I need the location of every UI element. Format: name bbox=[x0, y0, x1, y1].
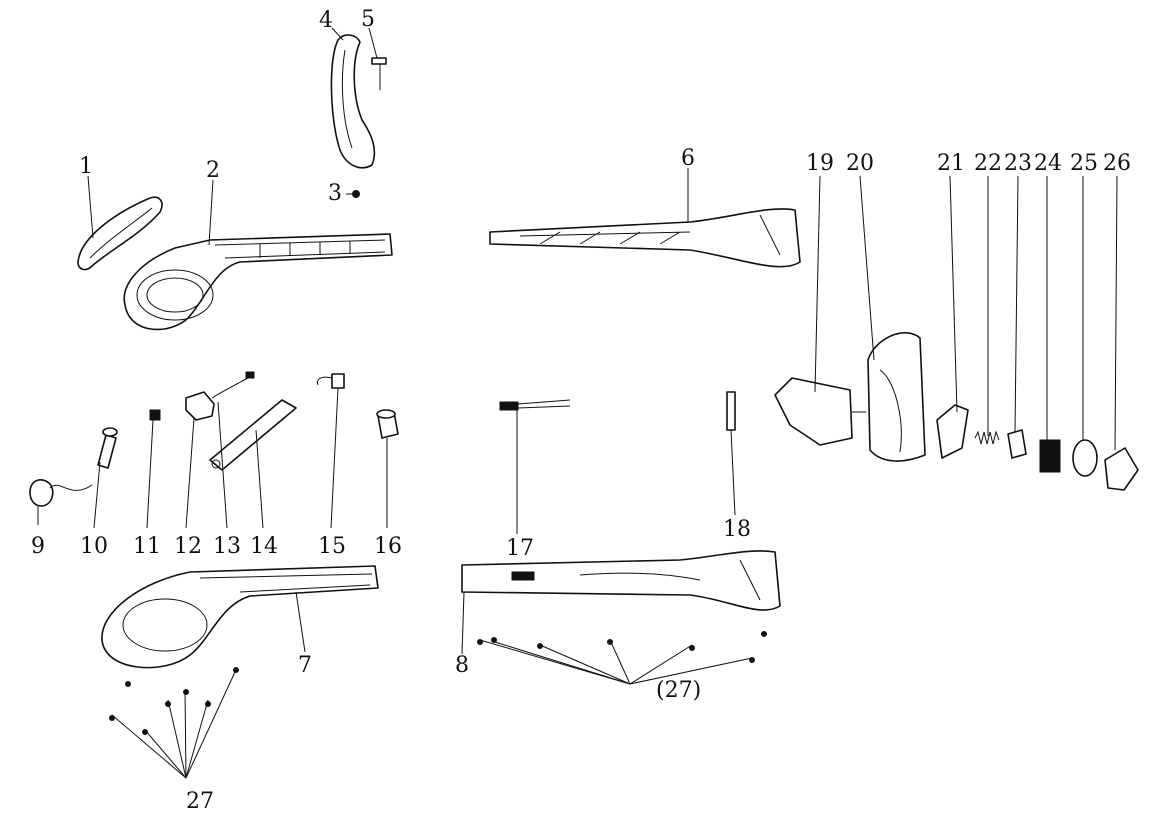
callout-15: 15 bbox=[318, 534, 346, 559]
part-17-wire-terminal bbox=[499, 399, 571, 411]
callout-24: 24 bbox=[1034, 151, 1062, 176]
part-1-end-cap bbox=[77, 196, 163, 271]
part-12-capacitor bbox=[185, 391, 215, 421]
callout-7: 7 bbox=[298, 653, 312, 678]
callout-27-left: 27 bbox=[186, 789, 214, 814]
part-26-cover bbox=[1104, 447, 1139, 491]
callout-14: 14 bbox=[250, 534, 278, 559]
part-25-spool-housing bbox=[1072, 439, 1098, 477]
callout-18: 18 bbox=[723, 517, 751, 542]
part-13-wire bbox=[211, 371, 255, 399]
callout-23: 23 bbox=[1004, 151, 1032, 176]
part-5-pin bbox=[371, 57, 387, 90]
callout-27-right: (27) bbox=[656, 678, 701, 703]
callout-5: 5 bbox=[361, 7, 375, 32]
part-4-trigger bbox=[330, 34, 376, 169]
callout-8: 8 bbox=[455, 653, 469, 678]
callout-20: 20 bbox=[846, 151, 874, 176]
callout-11: 11 bbox=[133, 534, 161, 559]
part-21-flange bbox=[936, 404, 969, 459]
part-18-key bbox=[726, 391, 736, 431]
callout-26: 26 bbox=[1103, 151, 1131, 176]
callout-2: 2 bbox=[206, 158, 220, 183]
part-3-nut bbox=[352, 190, 360, 198]
callout-25: 25 bbox=[1070, 151, 1098, 176]
part-20-blade-housing bbox=[867, 332, 926, 462]
part-16-cap bbox=[376, 409, 399, 439]
part-7-housing-assembly bbox=[101, 565, 379, 669]
part-15-connector bbox=[317, 373, 345, 389]
part-10-bushing bbox=[97, 427, 118, 469]
part-24-line-spool bbox=[1039, 439, 1061, 473]
callout-4: 4 bbox=[319, 8, 333, 33]
callout-6: 6 bbox=[681, 146, 695, 171]
part-23-spacer bbox=[1007, 429, 1027, 459]
part-8-housing-assembly bbox=[461, 550, 781, 611]
part-6-lower-housing bbox=[489, 208, 801, 268]
part-22-spring bbox=[974, 430, 1000, 445]
callout-19: 19 bbox=[806, 151, 834, 176]
callout-13: 13 bbox=[213, 534, 241, 559]
part-9-cable-clamp bbox=[29, 479, 93, 507]
callout-21: 21 bbox=[937, 151, 965, 176]
callout-16: 16 bbox=[374, 534, 402, 559]
screws-part-27 bbox=[109, 631, 767, 735]
part-14-switch bbox=[209, 399, 297, 471]
callout-12: 12 bbox=[174, 534, 202, 559]
callout-3: 3 bbox=[328, 181, 342, 206]
part-11-terminal bbox=[149, 409, 161, 421]
callout-labels: 1 2 3 4 5 6 7 8 9 10 11 12 13 14 15 16 1… bbox=[31, 7, 1131, 814]
callout-22: 22 bbox=[974, 151, 1002, 176]
callout-10: 10 bbox=[80, 534, 108, 559]
callout-1: 1 bbox=[79, 154, 93, 179]
leader-lines bbox=[37, 27, 1118, 779]
callout-17: 17 bbox=[506, 536, 534, 561]
part-2-upper-housing bbox=[123, 233, 393, 331]
callout-9: 9 bbox=[31, 534, 45, 559]
part-19-motor bbox=[774, 377, 866, 446]
